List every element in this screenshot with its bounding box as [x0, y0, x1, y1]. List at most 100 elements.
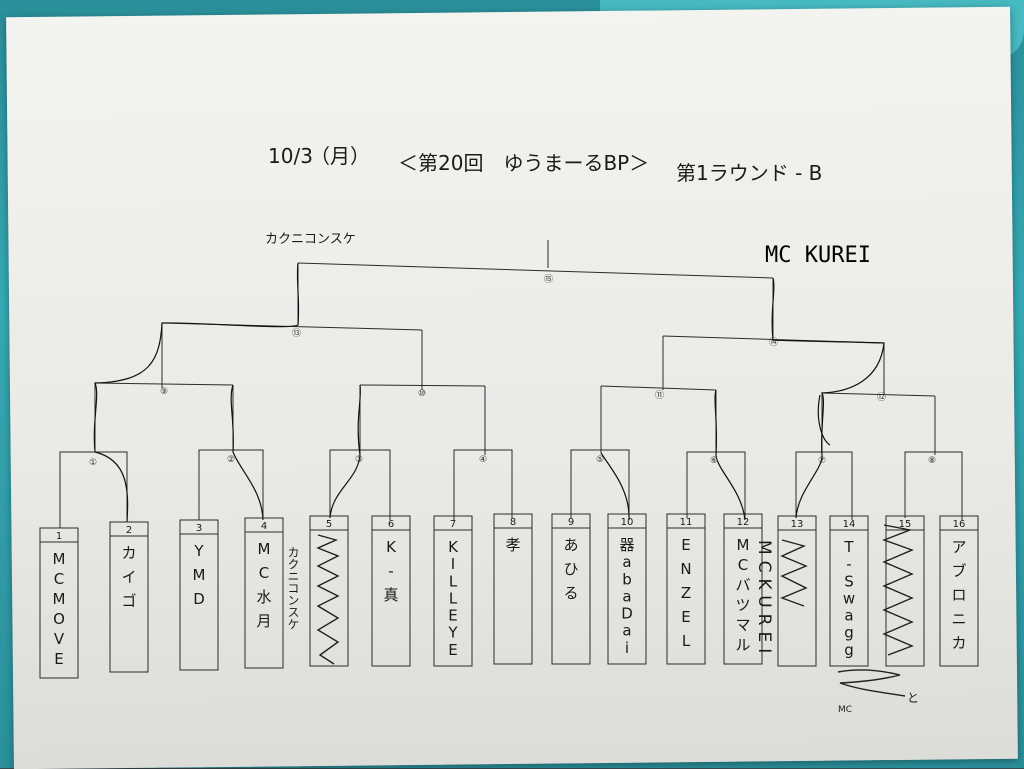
- header-title: ＜第20回 ゆうまーるBP＞: [398, 151, 649, 175]
- annotation-replacement-5: カクニコンスケ: [286, 546, 300, 630]
- entry-number: 15: [899, 519, 912, 530]
- entry-name-char: Y: [193, 542, 204, 560]
- entry-name-char: I: [451, 555, 455, 573]
- entry-box: [39, 527, 79, 679]
- entry-number: 13: [791, 519, 804, 530]
- match-numbers: ⑮ ⑬ ⑭ ⑨ ⑩ ⑪ ⑫ ① ② ③ ④ ⑤ ⑥ ⑦ ⑧: [89, 274, 936, 468]
- annotation-note-prefix: MC: [838, 705, 852, 715]
- entry-name-char: マ: [735, 616, 750, 634]
- entry-name-char: V: [54, 630, 65, 648]
- entry-box: [666, 513, 706, 665]
- match-node-12: ⑫: [877, 392, 886, 403]
- entry-name-char: あ: [563, 536, 578, 554]
- entry-number: 3: [196, 523, 202, 534]
- entry-number: 12: [737, 517, 750, 528]
- entry-box: [493, 513, 533, 665]
- entry-name-char: a: [622, 553, 631, 571]
- entry-name-char: イ: [121, 568, 136, 586]
- match-node-4: ④: [479, 455, 487, 465]
- entry-number: 2: [126, 525, 132, 536]
- entry-name-char: Z: [681, 584, 691, 602]
- entry-name-char: L: [449, 589, 458, 607]
- match-node-11: ⑪: [655, 390, 664, 401]
- entry-name-char: K: [448, 538, 459, 556]
- entry-name-char: K: [386, 538, 397, 556]
- entry-number: 6: [388, 519, 394, 530]
- entry-name-char: N: [680, 560, 691, 578]
- entry-name-char: カ: [121, 544, 136, 562]
- entry-name-char: b: [622, 570, 632, 588]
- match-node-2: ②: [227, 455, 235, 465]
- entry-name-char: E: [681, 536, 690, 554]
- entry-number: 4: [261, 521, 267, 532]
- entry-name-char: バ: [735, 576, 750, 594]
- entry-box: [433, 515, 473, 667]
- winner-right: MC KUREI: [765, 243, 871, 268]
- entry-slot-5: 5: [309, 515, 349, 667]
- entry-name-char: M: [53, 590, 66, 608]
- entry-name-char: ニ: [951, 610, 966, 628]
- header: 10/3 （月） ＜第20回 ゆうまーるBP＞ 第1ラウンド - B: [268, 144, 822, 185]
- entry-name-char: ツ: [735, 596, 750, 614]
- entry-name-char: L: [682, 632, 691, 650]
- match-node-9: ⑨: [160, 387, 168, 397]
- entry-name-char: S: [844, 572, 854, 590]
- entry-name-char: E: [448, 607, 457, 625]
- entry-name-char: ひ: [563, 560, 578, 578]
- entry-name-char: T: [843, 538, 854, 556]
- entry-box: [371, 515, 411, 667]
- entry-box: [244, 517, 284, 669]
- entry-number: 1: [56, 531, 62, 542]
- header-date: 10/3: [268, 144, 313, 168]
- match-node-6: ⑥: [710, 456, 718, 466]
- entry-name-char: M: [258, 540, 271, 558]
- match-node-15: ⑮: [544, 274, 553, 285]
- entry-name-char: 水: [256, 588, 271, 606]
- entry-name-char: C: [54, 570, 64, 588]
- entry-number: 7: [450, 519, 456, 530]
- entry-name-char: 孝: [505, 536, 520, 554]
- entry-name-char: D: [621, 605, 633, 623]
- header-weekday: （月）: [310, 144, 370, 168]
- entry-box: [723, 513, 763, 665]
- entry-name-char: E: [448, 641, 457, 659]
- match-node-10: ⑩: [418, 389, 426, 399]
- entry-name-char: M: [193, 566, 206, 584]
- entry-name-char: ル: [735, 636, 750, 654]
- winner-left: カクニコンスケ: [265, 232, 356, 247]
- entry-number: 14: [843, 519, 856, 530]
- entry-name-char: Y: [447, 624, 458, 642]
- entry-slot-6: 6K-真: [371, 515, 411, 667]
- entry-name-char: w: [843, 589, 855, 607]
- match-node-3: ③: [355, 455, 363, 465]
- annotation-note-suffix: と: [907, 691, 919, 705]
- match-node-5: ⑤: [596, 455, 604, 465]
- entry-box: [939, 515, 979, 667]
- entry-name-char: M: [737, 536, 750, 554]
- match-node-13: ⑬: [292, 328, 301, 339]
- entry-name-char: 器: [619, 536, 634, 554]
- entry-box: [551, 513, 591, 665]
- entry-number: 11: [680, 517, 693, 528]
- bracket-lines: [59, 240, 963, 528]
- entry-box: [109, 521, 149, 673]
- entry-box: [777, 515, 817, 667]
- entry-number: 9: [568, 517, 574, 528]
- entry-name-char: O: [53, 610, 65, 628]
- header-round: 第1ラウンド - B: [676, 161, 822, 185]
- entry-box: [179, 519, 219, 671]
- entry-name-char: -: [388, 562, 393, 580]
- entry-name-char: 月: [256, 612, 271, 630]
- entry-name-char: E: [54, 650, 63, 668]
